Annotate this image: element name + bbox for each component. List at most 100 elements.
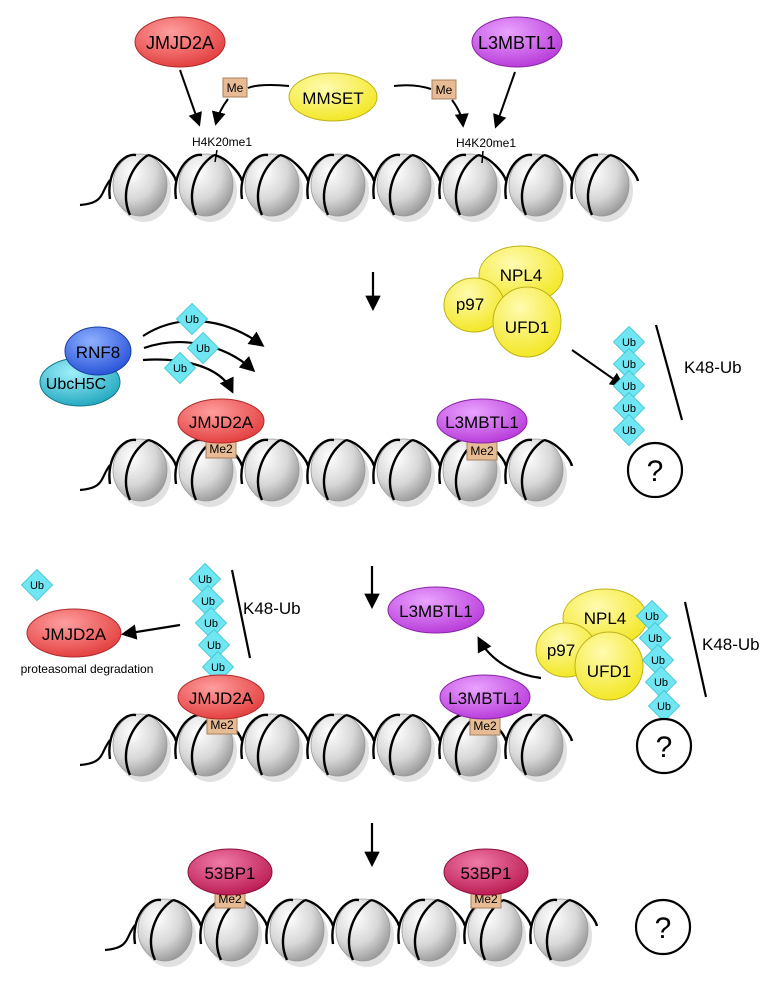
k48-bracket-right-p3 bbox=[683, 601, 708, 698]
me2-label-53bp1-left: Me2 bbox=[218, 892, 242, 906]
ub-chain-label: Ub bbox=[657, 701, 671, 713]
dna-wrap bbox=[108, 153, 137, 200]
dna-linker bbox=[345, 153, 376, 182]
dna-wrap bbox=[372, 153, 401, 200]
ufd1-protein bbox=[492, 286, 562, 358]
ub-tag-label: Ub bbox=[196, 343, 210, 355]
dna-wrap bbox=[306, 153, 335, 200]
dna-linker bbox=[172, 898, 203, 927]
dna-linker bbox=[502, 898, 533, 927]
dna-wrap bbox=[124, 439, 149, 501]
dna-wrap bbox=[322, 714, 347, 776]
ub-chain-label: Ub bbox=[201, 596, 215, 608]
ub-chain-label: Ub bbox=[211, 662, 225, 674]
ub-chain-unit: Ub bbox=[612, 391, 646, 425]
dna-linker bbox=[104, 924, 136, 952]
k48-bracket-p2 bbox=[654, 324, 684, 421]
l3mbtl1-released-label: L3MBTL1 bbox=[399, 602, 473, 621]
53bp1-right bbox=[443, 848, 529, 896]
ub-chain-unit: Ub bbox=[194, 606, 228, 640]
npl4-label-p3: NPL4 bbox=[584, 609, 627, 628]
dna-wrap bbox=[438, 153, 467, 200]
ub-chain-unit: Ub bbox=[638, 621, 672, 655]
panel-1: JMJD2A L3MBTL1 MMSET Me Me H4K20me1 H4K2… bbox=[79, 16, 640, 222]
53bp1-left-label: 53BP1 bbox=[204, 864, 255, 883]
panel-4: Me2 53BP1 Me2 53BP1 ? bbox=[104, 848, 692, 967]
dna-linker bbox=[411, 438, 442, 467]
arrow-jmjd2a-to-h4k20 bbox=[179, 69, 202, 127]
dna-linker bbox=[79, 464, 111, 492]
ub-chain-unit: Ub bbox=[188, 562, 222, 596]
ub-chain-right-p3: Ub Ub Ub Ub Ub bbox=[635, 599, 681, 723]
me-label-right: Me bbox=[436, 83, 453, 97]
ub-tag-list-p2: Ub Ub Ub bbox=[163, 302, 220, 385]
unknown-label-p3: ? bbox=[656, 731, 673, 764]
dna-wrap bbox=[454, 154, 479, 216]
ub-chain-label: Ub bbox=[622, 403, 636, 415]
dna-wrap bbox=[504, 438, 533, 485]
ub-chain-unit: Ub bbox=[644, 665, 678, 699]
dna-linker bbox=[436, 898, 467, 927]
dna-wrap bbox=[545, 899, 570, 961]
dna-wrap bbox=[388, 439, 413, 501]
me2-label-l3mbtl1: Me2 bbox=[470, 444, 494, 458]
dna-linker bbox=[543, 713, 574, 742]
unknown-substrate-p2 bbox=[626, 441, 684, 499]
arrow-l3mbtl1-release bbox=[477, 636, 542, 680]
l3mbtl1-bound bbox=[436, 398, 528, 444]
dna-wrap bbox=[256, 714, 281, 776]
ub-tag-label: Ub bbox=[185, 314, 199, 326]
53bp1-left bbox=[187, 848, 273, 896]
me-label-left: Me bbox=[227, 81, 244, 95]
panel-2: NPL4 p97 UFD1 RNF8 UbcH5C Ub Ub Ub bbox=[39, 245, 742, 507]
dna-wrap bbox=[190, 154, 215, 216]
dna-linker bbox=[213, 153, 244, 182]
dna-linker bbox=[477, 153, 508, 182]
ufd1-protein-p3 bbox=[574, 631, 644, 701]
dna-wrap bbox=[306, 438, 335, 485]
dna-linker bbox=[79, 739, 111, 767]
dna-wrap bbox=[149, 899, 174, 961]
ub-chain-unit: Ub bbox=[191, 584, 225, 618]
p97-label: p97 bbox=[456, 295, 484, 314]
arrow-me-right-to-h4k20 bbox=[451, 99, 469, 128]
me-box-left bbox=[222, 77, 248, 98]
npl4-label: NPL4 bbox=[500, 266, 543, 285]
dna-wrap bbox=[281, 899, 306, 961]
me2-label-jmjd2a: Me2 bbox=[209, 442, 233, 456]
unknown-substrate-p3 bbox=[635, 717, 693, 775]
dna-wrap bbox=[256, 439, 281, 501]
ub-chain-left-p3: Ub Ub Ub Ub Ub bbox=[188, 562, 235, 684]
53bp1-right-label: 53BP1 bbox=[460, 864, 511, 883]
dna-wrap bbox=[372, 438, 401, 485]
rnf8-label: RNF8 bbox=[76, 343, 120, 362]
dna-wrap bbox=[256, 154, 281, 216]
free-ub-tag: Ub bbox=[20, 568, 54, 602]
k48-label-right-p3: K48-Ub bbox=[702, 635, 760, 654]
dna-wrap bbox=[306, 713, 335, 760]
p97-label-p3: p97 bbox=[547, 641, 575, 660]
degradation-label: proteasomal degradation bbox=[21, 662, 154, 676]
ub-chain-p2: Ub Ub Ub Ub Ub bbox=[612, 325, 646, 447]
ub-tag: Ub bbox=[163, 351, 197, 385]
ub-chain-unit: Ub bbox=[635, 599, 669, 633]
dna-linker bbox=[543, 153, 574, 182]
dna-linker bbox=[411, 153, 442, 182]
ub-chain-label: Ub bbox=[622, 359, 636, 371]
dna-wrap bbox=[520, 154, 545, 216]
ub-chain-label: Ub bbox=[654, 677, 668, 689]
h4-tail-right bbox=[481, 150, 484, 164]
me2-label-l3mbtl1-p3: Me2 bbox=[473, 719, 497, 733]
me2-label-jmjd2a-p3: Me2 bbox=[210, 718, 234, 732]
dna-linker bbox=[543, 438, 574, 467]
ub-chain-label: Ub bbox=[204, 618, 218, 630]
unknown-label-p2: ? bbox=[647, 455, 664, 488]
k48-bracket-left-p3 bbox=[230, 569, 252, 659]
chromatin-fiber-2 bbox=[79, 438, 574, 507]
k48-label-left-p3: K48-Ub bbox=[243, 599, 301, 618]
jmjd2a-bound-label: JMJD2A bbox=[189, 413, 254, 432]
arrow-mmset-to-me-right bbox=[393, 84, 432, 90]
dna-linker bbox=[304, 898, 335, 927]
dna-wrap bbox=[413, 899, 438, 961]
